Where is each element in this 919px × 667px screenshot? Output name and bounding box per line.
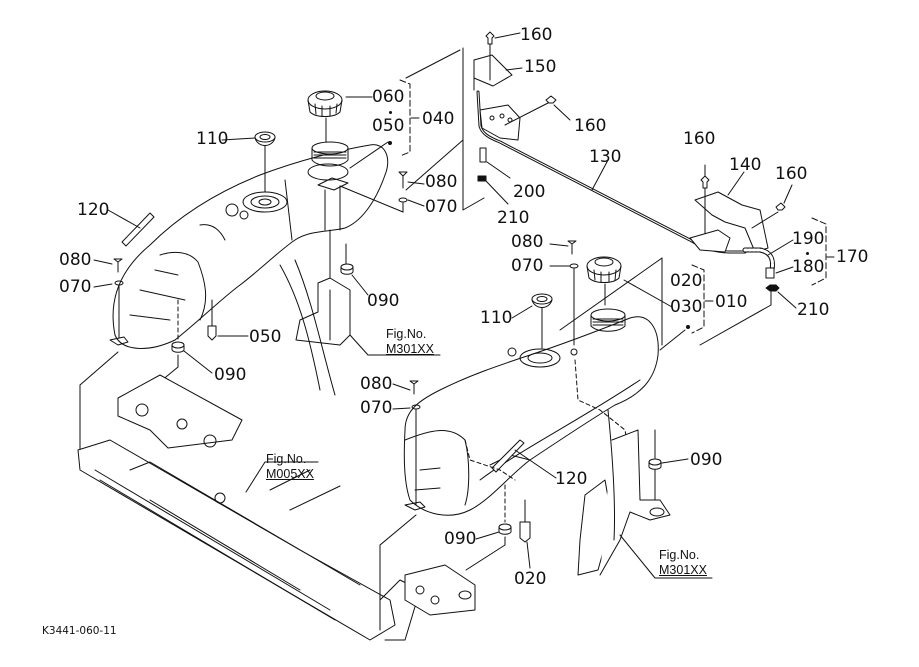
part-label-030[interactable]: 030 <box>670 297 703 317</box>
part-label-170[interactable]: 170 <box>836 247 869 267</box>
right-fuel-cap <box>559 256 714 351</box>
fig-ref-link[interactable]: M301XX <box>659 563 707 577</box>
separator-dot <box>389 111 392 114</box>
part-label-070[interactable]: 070 <box>59 277 92 297</box>
part-label-070[interactable]: 070 <box>425 197 458 217</box>
part-label-010[interactable]: 010 <box>715 292 748 312</box>
part-label-210[interactable]: 210 <box>497 208 530 228</box>
part-label-160[interactable]: 160 <box>574 116 607 136</box>
drawing-code: K3441-060-11 <box>42 625 117 637</box>
part-label-110[interactable]: 110 <box>480 308 513 328</box>
figure-reference[interactable]: Fig.No. M301XX <box>386 327 434 357</box>
part-label-120[interactable]: 120 <box>555 469 588 489</box>
fig-ref-label: Fig.No. <box>659 548 700 562</box>
fig-ref-label: Fig.No. <box>266 452 307 466</box>
part-label-160[interactable]: 160 <box>520 25 553 45</box>
part-label-080[interactable]: 080 <box>360 374 393 394</box>
fuel-pipe-130 <box>405 31 835 346</box>
part-label-120[interactable]: 120 <box>77 200 110 220</box>
part-label-200[interactable]: 200 <box>513 182 546 202</box>
left-fuel-tank <box>109 141 389 349</box>
part-label-090[interactable]: 090 <box>690 450 723 470</box>
part-label-130[interactable]: 130 <box>589 147 622 167</box>
part-label-160[interactable]: 160 <box>683 129 716 149</box>
part-label-040[interactable]: 040 <box>422 109 455 129</box>
part-label-150[interactable]: 150 <box>524 57 557 77</box>
part-label-080[interactable]: 080 <box>425 172 458 192</box>
fig-ref-link[interactable]: M301XX <box>386 342 434 356</box>
left-frame <box>77 259 441 641</box>
figure-reference[interactable]: Fig.No. M301XX <box>659 548 707 578</box>
part-label-060[interactable]: 060 <box>372 87 405 107</box>
left-grommet-110 <box>221 131 276 193</box>
part-label-020[interactable]: 020 <box>514 569 547 589</box>
part-label-050[interactable]: 050 <box>372 116 405 136</box>
part-label-110[interactable]: 110 <box>196 129 229 149</box>
part-label-090[interactable]: 090 <box>367 291 400 311</box>
part-label-080[interactable]: 080 <box>511 232 544 252</box>
fig-ref-link[interactable]: M005XX <box>266 467 314 481</box>
right-leader-lines <box>379 240 713 631</box>
part-label-180[interactable]: 180 <box>792 257 825 277</box>
part-label-090[interactable]: 090 <box>214 365 247 385</box>
fig-ref-label: Fig.No. <box>386 327 427 341</box>
part-label-070[interactable]: 070 <box>360 398 393 418</box>
part-label-080[interactable]: 080 <box>59 250 92 270</box>
part-label-210[interactable]: 210 <box>797 300 830 320</box>
separator-dot <box>806 252 809 255</box>
right-fuel-tank <box>403 308 659 516</box>
part-label-050[interactable]: 050 <box>249 327 282 347</box>
part-label-070[interactable]: 070 <box>511 256 544 276</box>
part-label-160[interactable]: 160 <box>775 164 808 184</box>
part-label-140[interactable]: 140 <box>729 155 762 175</box>
part-label-020[interactable]: 020 <box>670 271 703 291</box>
part-label-090[interactable]: 090 <box>444 529 477 549</box>
part-label-190[interactable]: 190 <box>792 229 825 249</box>
figure-reference[interactable]: Fig.No. M005XX <box>266 452 314 482</box>
left-fuel-cap <box>307 90 343 143</box>
